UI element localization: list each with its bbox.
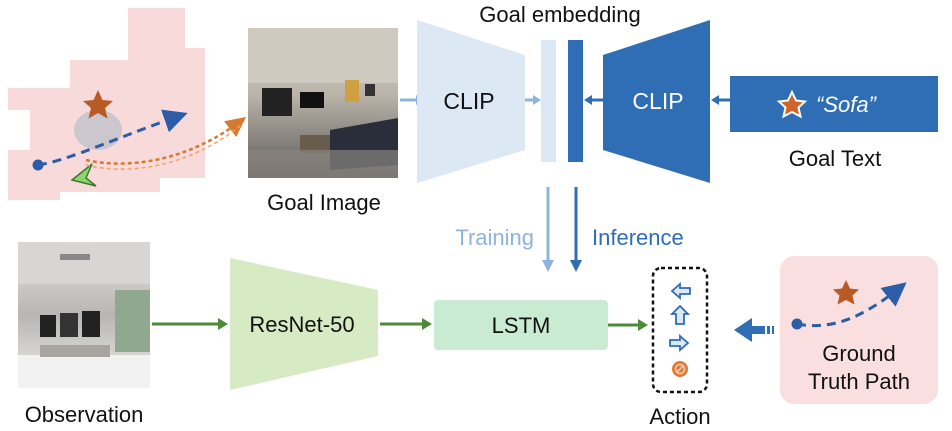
clip-encoder-text <box>603 20 710 183</box>
map-to-goal-image-path <box>85 116 246 165</box>
action-right-icon <box>669 334 690 352</box>
action-stop-icon <box>672 361 688 377</box>
ground-truth-label-line2: Truth Path <box>808 369 910 394</box>
goal-text-value: “Sofa” <box>816 92 878 117</box>
action-box <box>651 266 709 394</box>
embedding-bar-training <box>541 40 556 162</box>
lstm-label: LSTM <box>492 313 551 338</box>
diagram-title: Goal embedding <box>479 2 640 27</box>
goal-image <box>248 28 398 178</box>
map-star-icon <box>83 90 113 119</box>
action-label: Action <box>649 404 710 429</box>
ground-truth-star-icon <box>833 280 859 305</box>
clip-image-label: CLIP <box>443 88 494 114</box>
training-label: Training <box>455 225 534 250</box>
ground-truth-to-action-arrow <box>734 318 774 342</box>
observation-label: Observation <box>25 402 144 427</box>
clip-text-label: CLIP <box>632 88 683 114</box>
goal-text-box <box>730 76 938 132</box>
resnet-encoder <box>230 258 378 390</box>
resnet-label: ResNet-50 <box>249 312 354 337</box>
observation-image <box>18 242 150 388</box>
goal-image-label: Goal Image <box>267 190 381 215</box>
goal-text-star-icon <box>776 89 808 119</box>
ground-truth-label-line1: Ground <box>822 341 895 366</box>
action-left-icon <box>670 282 691 300</box>
clip-encoder-image <box>417 20 525 183</box>
embedding-bar-inference <box>568 40 583 162</box>
lstm-box <box>434 300 608 350</box>
inference-label: Inference <box>592 225 684 250</box>
action-forward-icon <box>669 304 691 325</box>
goal-text-label: Goal Text <box>789 146 882 171</box>
